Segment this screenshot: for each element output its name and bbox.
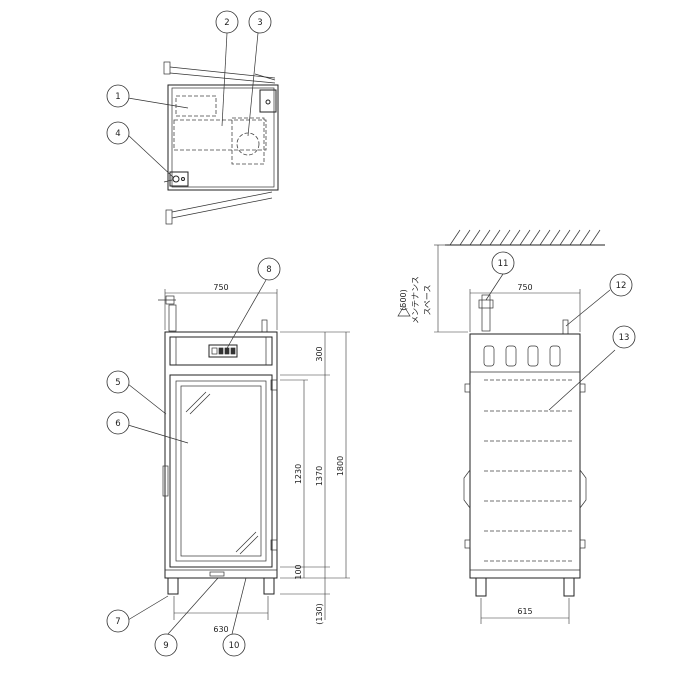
callout-13: 13 xyxy=(612,325,636,349)
svg-text:12: 12 xyxy=(616,281,627,291)
component-2-outline xyxy=(173,119,267,151)
front-view xyxy=(158,295,278,595)
callout-11: 11 xyxy=(491,251,515,275)
controller-display xyxy=(208,344,238,358)
dim-top-height: 300 xyxy=(315,346,324,361)
front-leg-left xyxy=(167,577,179,595)
component-4-fitting xyxy=(169,171,189,187)
side-view xyxy=(445,229,605,597)
svg-text:6: 6 xyxy=(115,419,120,429)
callout-10: 10 xyxy=(222,633,246,657)
glass-window xyxy=(180,385,262,557)
shelves xyxy=(484,379,572,562)
dim-front-width: 750 xyxy=(213,283,228,292)
callout-7: 7 xyxy=(106,609,130,633)
front-top-panel xyxy=(169,336,273,366)
svg-text:5: 5 xyxy=(115,378,120,388)
plan-cabinet-outline xyxy=(167,84,279,191)
component-1-outline xyxy=(175,95,217,117)
warning-triangle-icon xyxy=(397,305,411,317)
dim-mid-height: 1370 xyxy=(315,466,324,486)
svg-text:13: 13 xyxy=(619,333,630,343)
callout-2: 2 xyxy=(215,10,239,34)
front-dimensions: 750 630 1230 300 1370 100 (130) 1800 xyxy=(164,283,350,634)
front-door xyxy=(169,374,273,568)
callout-3: 3 xyxy=(248,10,272,34)
vent-slot xyxy=(505,345,517,367)
dim-overall-height: 1800 xyxy=(336,456,345,476)
svg-text:9: 9 xyxy=(163,641,168,651)
callout-6: 6 xyxy=(106,411,130,435)
callout-5: 5 xyxy=(106,370,130,394)
svg-text:7: 7 xyxy=(115,617,120,627)
vent-slot xyxy=(527,345,539,367)
dim-front-base-width: 630 xyxy=(213,625,228,634)
svg-text:1: 1 xyxy=(115,92,120,102)
callouts: 1 2 3 4 5 6 7 8 9 10 11 12 13 xyxy=(106,10,636,657)
maintenance-label-1: メンテナンス xyxy=(411,276,420,324)
component-3-outline xyxy=(236,132,260,156)
svg-text:10: 10 xyxy=(229,641,240,651)
callout-4: 4 xyxy=(106,121,130,145)
svg-text:2: 2 xyxy=(224,18,229,28)
plan-view xyxy=(163,61,279,225)
side-leg-right xyxy=(563,577,575,597)
dim-leg-height: (130) xyxy=(315,603,324,625)
dim-bottom-height: 100 xyxy=(294,564,303,579)
vent-slot xyxy=(549,345,561,367)
side-cabinet xyxy=(469,333,581,579)
callout-1: 1 xyxy=(106,84,130,108)
svg-text:8: 8 xyxy=(266,265,271,275)
side-leg-left xyxy=(475,577,487,597)
callout-12: 12 xyxy=(609,273,633,297)
maintenance-label-2: スペース xyxy=(423,284,432,315)
vent-slot xyxy=(483,345,495,367)
dim-door-height: 1230 xyxy=(294,464,303,484)
front-cabinet xyxy=(164,331,278,579)
side-dimensions: 750 615 (500) メンテナンス スペース xyxy=(397,244,581,624)
dim-maintenance-space: (500) xyxy=(399,289,408,311)
front-leg-right xyxy=(263,577,275,595)
dim-side-width: 750 xyxy=(517,283,532,292)
svg-text:3: 3 xyxy=(257,18,262,28)
callout-8: 8 xyxy=(257,257,281,281)
svg-text:11: 11 xyxy=(498,259,509,269)
svg-text:4: 4 xyxy=(115,129,120,139)
callout-9: 9 xyxy=(154,633,178,657)
dim-side-base-width: 615 xyxy=(517,607,532,616)
